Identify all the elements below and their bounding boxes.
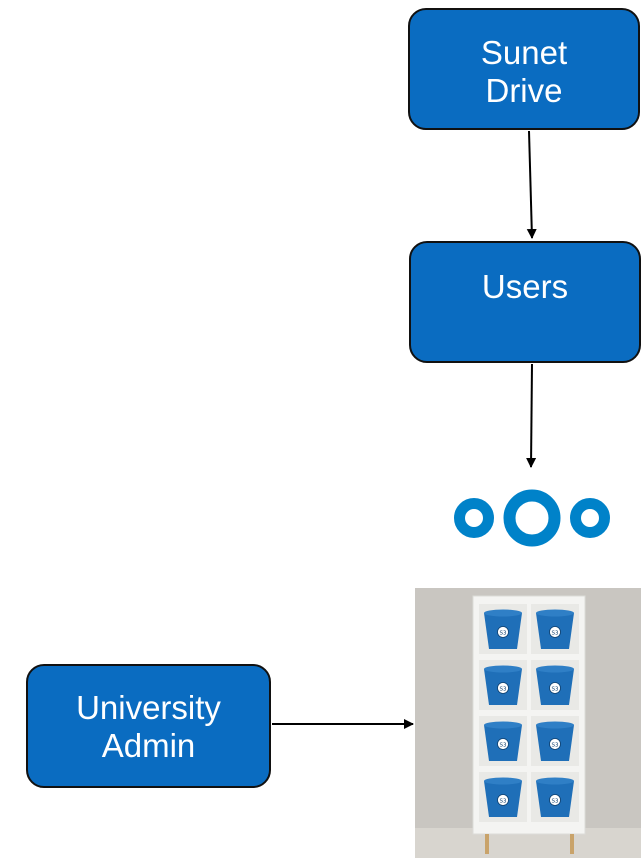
s3-badge-label: S3	[500, 630, 507, 636]
s3-bucket-rim	[536, 665, 574, 673]
s3-bucket-rim	[536, 721, 574, 729]
s3-badge-icon	[549, 626, 561, 638]
nextcloud-logo-icon	[454, 489, 610, 547]
edge-drive-to-users	[526, 130, 537, 239]
s3-badge-icon	[549, 738, 561, 750]
node-users-label: Users	[481, 268, 569, 305]
s3-badge-label: S3	[500, 686, 507, 692]
s3-badge-label: S3	[500, 798, 507, 804]
s3-bucket-rim	[484, 665, 522, 673]
s3-badge-label: S3	[552, 798, 559, 804]
edge-users-to-nextcloud	[526, 363, 537, 468]
s3-badge-icon	[497, 682, 509, 694]
s3-badge-label: S3	[552, 686, 559, 692]
s3-badge-icon	[497, 794, 509, 806]
s3-bucket-rim	[536, 777, 574, 785]
s3-bucket-rim	[484, 609, 522, 617]
node-users: Users	[409, 241, 641, 363]
node-university-admin: University Admin	[26, 664, 271, 788]
s3-badge-icon	[549, 682, 561, 694]
node-sunet-drive-line2: Drive	[485, 72, 563, 109]
s3-bucket-rim	[484, 721, 522, 729]
shelf-leg-left	[485, 834, 489, 854]
node-sunet-drive-line1: Sunet	[480, 34, 568, 71]
node-sunet-drive: Sunet Drive	[408, 8, 640, 130]
s3-badge-label: S3	[552, 630, 559, 636]
s3-badge-label: S3	[500, 742, 507, 748]
s3-bucket-rim	[536, 609, 574, 617]
s3-badge-icon	[497, 626, 509, 638]
node-university-admin-line2: Admin	[101, 727, 196, 764]
node-university-admin-line1: University	[76, 689, 221, 726]
s3-bucket-rim	[484, 777, 522, 785]
s3-badge-icon	[549, 794, 561, 806]
shelf-leg-right	[570, 834, 574, 854]
s3-badge-icon	[497, 738, 509, 750]
s3-badge-label: S3	[552, 742, 559, 748]
